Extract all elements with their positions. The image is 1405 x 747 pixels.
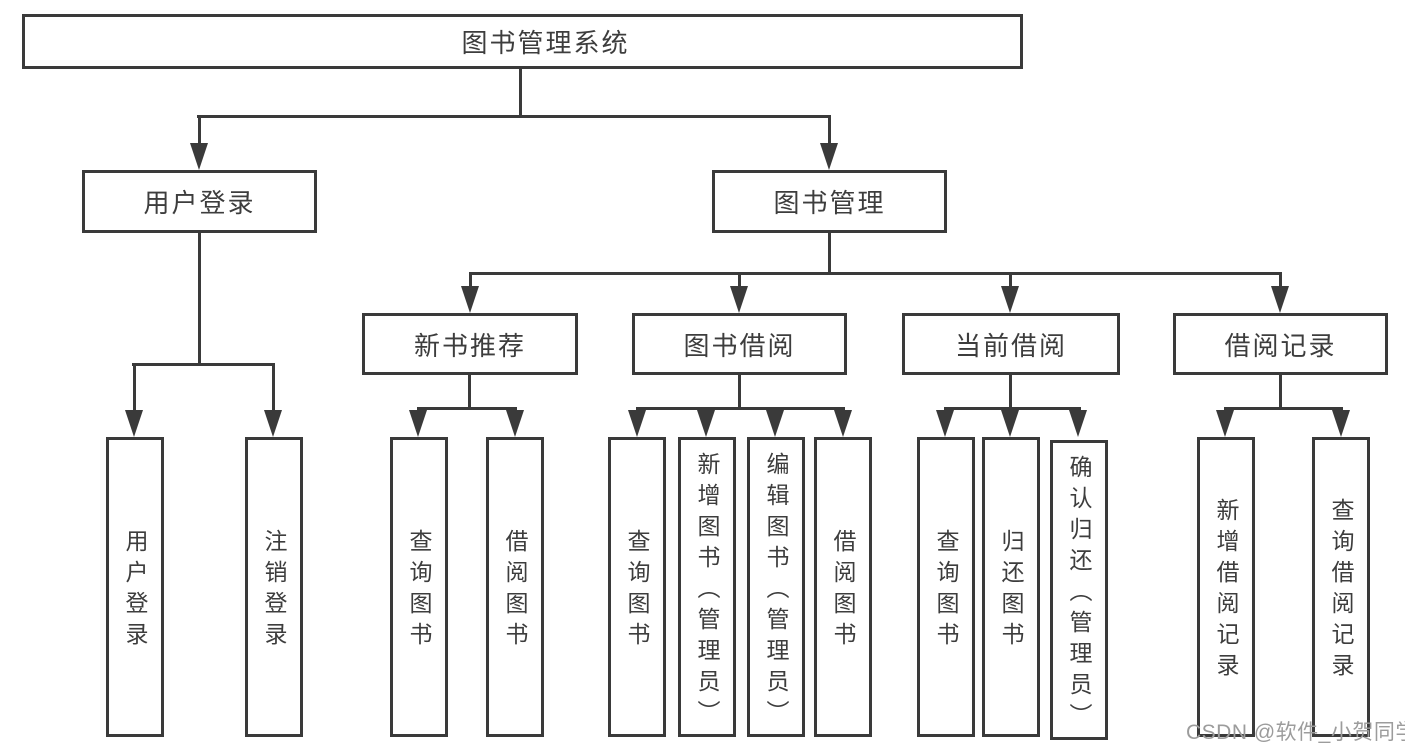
node-add-book-admin: 新增图书（管理员） — [678, 437, 736, 737]
arrowhead-borrowing-borrow — [834, 410, 852, 437]
arrowhead-borrowing-edit — [766, 410, 784, 437]
arrowhead-borrowing-query — [628, 410, 646, 437]
node-book-management-group: 图书管理 — [712, 170, 947, 233]
arrowhead-logout-leaf — [264, 410, 282, 437]
node-query-borrow-record: 查询借阅记录 — [1312, 437, 1370, 737]
connector-drop-login-leaf — [133, 363, 136, 411]
arrowhead-records-query — [1332, 410, 1350, 437]
arrowhead-current-return — [1001, 410, 1019, 437]
connector-login-rail — [132, 363, 274, 366]
node-borrow-books: 借阅图书 — [814, 437, 872, 737]
node-confirm-return-admin: 确认归还（管理员） — [1050, 440, 1108, 740]
csdn-watermark: CSDN @软件_小贺同学 — [1186, 721, 1405, 744]
arrowhead-recommend-borrow — [506, 410, 524, 437]
connector-records-stem — [1279, 375, 1282, 410]
node-borrowing-records: 借阅记录 — [1173, 313, 1388, 375]
connector-drop-user-login — [198, 115, 201, 146]
node-logout: 注销登录 — [245, 437, 303, 737]
node-query-books-current: 查询图书 — [917, 437, 975, 737]
connector-borrowing-stem — [738, 375, 741, 410]
node-edit-book-admin: 编辑图书（管理员） — [747, 437, 805, 737]
connector-drop-logout-leaf — [272, 363, 275, 411]
arrowhead-user-login — [190, 143, 208, 170]
connector-current-rail — [944, 407, 1081, 410]
connector-records-rail — [1224, 407, 1343, 410]
connector-drop-borrow-records — [1279, 272, 1282, 287]
arrowhead-book-borrow — [730, 286, 748, 313]
connector-root-stem — [519, 68, 522, 118]
node-user-login: 用户登录 — [106, 437, 164, 737]
connector-drop-book-management — [828, 115, 831, 146]
connector-login-stem — [198, 233, 201, 365]
node-query-books-recommend: 查询图书 — [390, 437, 448, 737]
connector-root-rail — [197, 115, 831, 118]
arrowhead-current-query — [936, 410, 954, 437]
connector-drop-book-borrow — [738, 272, 741, 287]
arrowhead-recommend-query — [409, 410, 427, 437]
node-return-book: 归还图书 — [982, 437, 1040, 737]
connector-drop-new-books — [469, 272, 472, 287]
node-new-book-recommend: 新书推荐 — [362, 313, 578, 375]
connector-bm-rail — [469, 272, 1281, 275]
arrowhead-current-confirm — [1069, 410, 1087, 437]
node-query-books-borrowing: 查询图书 — [608, 437, 666, 737]
node-user-login-group: 用户登录 — [82, 170, 317, 233]
node-library-management-system: 图书管理系统 — [22, 14, 1023, 69]
arrowhead-borrowing-add — [697, 410, 715, 437]
node-add-borrow-record: 新增借阅记录 — [1197, 437, 1255, 737]
connector-recommend-stem — [468, 375, 471, 410]
node-current-borrowing: 当前借阅 — [902, 313, 1120, 375]
arrowhead-records-add — [1216, 410, 1234, 437]
arrowhead-borrow-records — [1271, 286, 1289, 313]
connector-borrowing-rail — [636, 407, 845, 410]
node-book-borrowing: 图书借阅 — [632, 313, 847, 375]
arrowhead-new-books — [461, 286, 479, 313]
arrowhead-current-borrow — [1001, 286, 1019, 313]
connector-bm-stem — [828, 233, 831, 275]
arrowhead-login-leaf — [125, 410, 143, 437]
connector-current-stem — [1009, 375, 1012, 410]
node-borrow-books-recommend: 借阅图书 — [486, 437, 544, 737]
connector-drop-current-borrow — [1009, 272, 1012, 287]
connector-recommend-rail — [417, 407, 517, 410]
arrowhead-book-management — [820, 143, 838, 170]
